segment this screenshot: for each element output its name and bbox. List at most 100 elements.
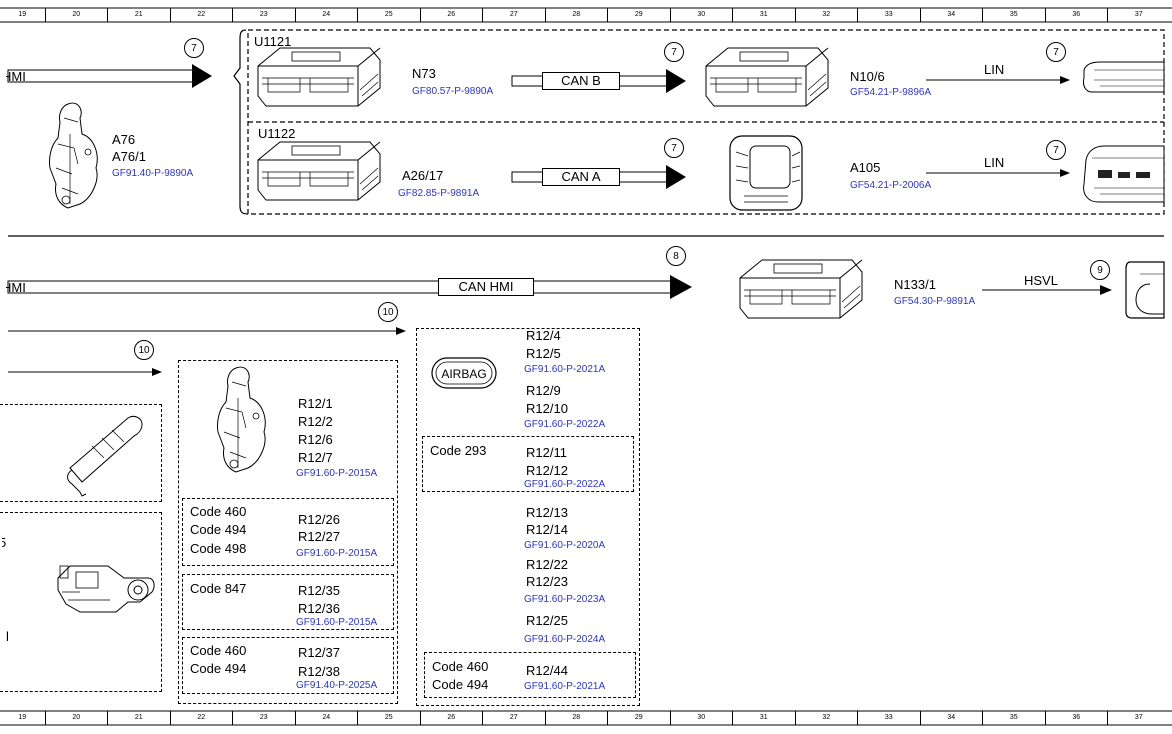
right-block-3-ref[interactable]: GF91.60-P-2022A [524, 479, 606, 490]
ruler-cell-33: 33 [857, 8, 920, 22]
ruler-cell-25: 25 [357, 711, 420, 725]
bus-label-hsvl: HSVL [1024, 273, 1058, 288]
ruler-cell-26: 26 [419, 711, 483, 725]
ruler-cell-31: 31 [732, 711, 795, 725]
ruler-cell-21: 21 [107, 8, 170, 22]
ruler-cell-29: 29 [607, 8, 670, 22]
ruler-cell-20: 20 [44, 8, 108, 22]
ruler-cell-36: 36 [1044, 8, 1108, 22]
bus-label-can-hmi: CAN HMI [438, 278, 534, 296]
module-n10-6-name: N10/6 [850, 69, 885, 84]
center-sub-box-3 [182, 574, 394, 630]
component-r12-38: R12/38 [298, 664, 340, 679]
center-sub-box-2 [182, 498, 394, 566]
component-r12-35: R12/35 [298, 583, 340, 598]
component-r12-25: R12/25 [526, 613, 568, 628]
bus-label-can-b: CAN B [542, 72, 620, 90]
heater-block-drawing [57, 565, 155, 613]
right-block-4-ref[interactable]: GF91.60-P-2020A [524, 540, 606, 551]
center-sub-box-4 [182, 637, 394, 694]
module-n10-6-ref[interactable]: GF54.21-P-9896A [850, 87, 932, 98]
component-r12-4: R12/4 [526, 328, 561, 343]
ruler-cell-31: 31 [732, 8, 795, 22]
code-494-c: Code 494 [432, 677, 489, 692]
ruler-cell-34: 34 [919, 711, 983, 725]
module-a76-ref[interactable]: GF91.40-P-9890A [112, 168, 194, 179]
component-r12-9: R12/9 [526, 383, 561, 398]
component-r12-1: R12/1 [298, 396, 333, 411]
code-498: Code 498 [190, 541, 247, 556]
right-sub-box-code293 [422, 436, 634, 492]
component-r12-10: R12/10 [526, 401, 568, 416]
center-block-1-ref[interactable]: GF91.60-P-2015A [296, 468, 378, 479]
right-block-1-ref[interactable]: GF91.60-P-2021A [524, 364, 606, 375]
ruler-cell-30: 30 [669, 8, 733, 22]
ruler-cell-34: 34 [919, 8, 983, 22]
code-293: Code 293 [430, 443, 487, 458]
group-label-u1122: U1122 [258, 126, 296, 141]
left-box-upper [0, 404, 162, 502]
right-block-2-ref[interactable]: GF91.60-P-2022A [524, 419, 606, 430]
center-block-3-ref[interactable]: GF91.60-P-2015A [296, 617, 378, 628]
module-n133-1-ref[interactable]: GF54.30-P-9891A [894, 296, 976, 307]
component-r12-26: R12/26 [298, 512, 340, 527]
ref-circle-10-upper: 10 [378, 302, 398, 322]
bus-label-lin-bottom: LIN [984, 155, 1005, 170]
code-494-b: Code 494 [190, 661, 247, 676]
component-r12-44: R12/44 [526, 663, 568, 678]
ruler-cell-28: 28 [544, 8, 608, 22]
ruler-cell-22: 22 [169, 711, 233, 725]
right-sub-box-code460 [424, 652, 636, 698]
ruler-cell-27: 27 [482, 711, 545, 725]
ruler-cell-35: 35 [982, 8, 1045, 22]
code-460: Code 460 [190, 504, 247, 519]
ruler-cell-37: 37 [1107, 8, 1170, 22]
ruler-cell-37: 37 [1107, 711, 1170, 725]
ruler-cell-19: 19 [18, 714, 27, 721]
center-block-4-ref[interactable]: GF91.40-P-2025A [296, 680, 378, 691]
component-r12-14: R12/14 [526, 522, 568, 537]
ref-circle-can-hmi: 8 [666, 246, 686, 266]
ruler-cell-21: 21 [107, 711, 170, 725]
module-a26-17-ref[interactable]: GF82.85-P-9891A [398, 188, 480, 199]
group-label-u1121: U1121 [254, 34, 292, 49]
ruler-cell-36: 36 [1044, 711, 1108, 725]
ref-circle-can-a: 7 [664, 138, 684, 158]
ruler-cell-32: 32 [794, 711, 858, 725]
right-column-box [416, 328, 640, 706]
ref-circle-10-lower: 10 [134, 340, 154, 360]
right-block-5-ref[interactable]: GF91.60-P-2023A [524, 594, 606, 605]
heater-cartridge-drawing [67, 415, 143, 497]
ref-circle-lin-top: 7 [1046, 42, 1066, 62]
ruler-cell-29: 29 [607, 711, 670, 725]
module-n73-ref[interactable]: GF80.57-P-9890A [412, 86, 494, 97]
module-a26-17-name: A26/17 [402, 168, 444, 183]
right-block-6-ref[interactable]: GF91.60-P-2024A [524, 634, 606, 645]
module-n73-name: N73 [412, 66, 436, 81]
component-r12-23: R12/23 [526, 574, 568, 589]
component-r12-2: R12/2 [298, 414, 333, 429]
code-460-c: Code 460 [432, 659, 489, 674]
ruler-cell-28: 28 [544, 711, 608, 725]
right-block-7-ref[interactable]: GF91.60-P-2021A [524, 681, 606, 692]
module-a105-ref[interactable]: GF54.21-P-2006A [850, 180, 932, 191]
component-r12-11: R12/11 [526, 445, 567, 460]
component-r12-22: R12/22 [526, 557, 568, 572]
center-column-box [178, 360, 398, 704]
ruler-cell-30: 30 [669, 711, 733, 725]
ruler-cell-26: 26 [419, 8, 483, 22]
ruler-cell-22: 22 [169, 8, 233, 22]
ruler-cell-33: 33 [857, 711, 920, 725]
ruler-cell-23: 23 [232, 8, 295, 22]
module-a76-name: A76 [112, 132, 136, 147]
component-r12-37: R12/37 [298, 645, 340, 660]
component-r12-5: R12/5 [526, 346, 561, 361]
module-n133-1-name: N133/1 [894, 277, 936, 292]
module-a105-name: A105 [850, 160, 881, 175]
ruler-cell-32: 32 [794, 8, 858, 22]
code-494: Code 494 [190, 522, 247, 537]
ruler-cell-24: 24 [294, 8, 358, 22]
center-block-2-ref[interactable]: GF91.60-P-2015A [296, 548, 378, 559]
